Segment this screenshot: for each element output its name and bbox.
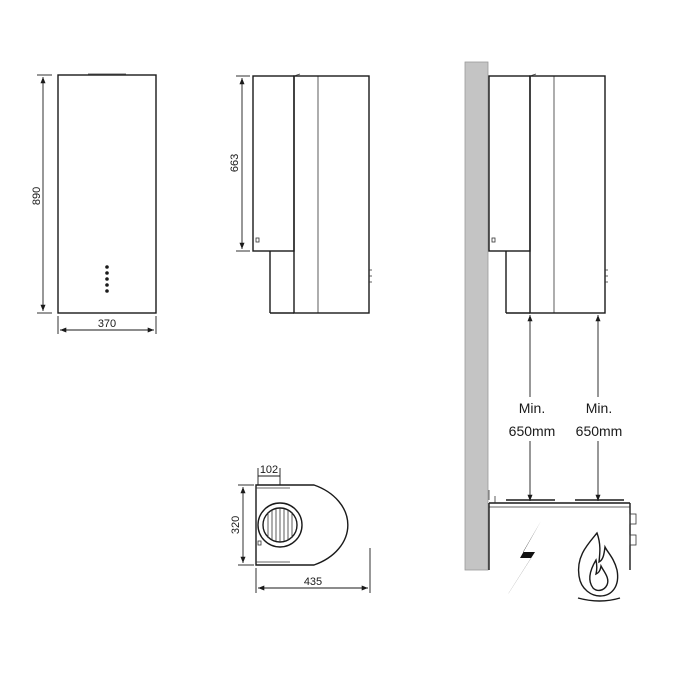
- top-depth-label: 320: [230, 516, 242, 534]
- front-height-label: 890: [31, 187, 43, 205]
- top-depth-dimension: 320: [230, 484, 254, 566]
- front-view-body: [57, 74, 157, 314]
- side-view-body: [293, 75, 370, 314]
- top-width-label: 435: [304, 576, 322, 588]
- top-view: 102 320 435: [230, 464, 371, 593]
- top-width-dimension: 435: [255, 548, 371, 593]
- electric-clearance-line1: Min.: [519, 400, 545, 416]
- lightning-bolt-icon: [503, 521, 541, 602]
- gas-clearance-line1: Min.: [586, 400, 612, 416]
- duct-dimension: 102: [257, 464, 281, 485]
- wall: [464, 61, 489, 571]
- flame-icon: [577, 531, 621, 602]
- installation-view: Min. 650mm Min. 650mm: [464, 61, 637, 602]
- front-width-label: 370: [98, 318, 116, 330]
- front-width-dimension: 370: [57, 316, 157, 334]
- side-view: 663: [229, 73, 372, 314]
- side-view-chimney: [252, 75, 295, 252]
- gas-clearance-line2: 650mm: [576, 423, 623, 439]
- top-view-outline: [255, 484, 349, 566]
- cooktop: [488, 490, 637, 570]
- installed-hood-body: [529, 75, 606, 314]
- side-height-dimension: 663: [229, 75, 250, 252]
- duct-label: 102: [260, 464, 278, 476]
- side-height-label: 663: [229, 154, 241, 172]
- control-buttons: [105, 265, 109, 293]
- duct-grille: [257, 502, 303, 548]
- electric-clearance-line2: 650mm: [509, 423, 556, 439]
- front-view: 890 370: [31, 73, 157, 334]
- installed-hood-chimney: [488, 75, 531, 252]
- front-height-dimension: 890: [31, 74, 52, 314]
